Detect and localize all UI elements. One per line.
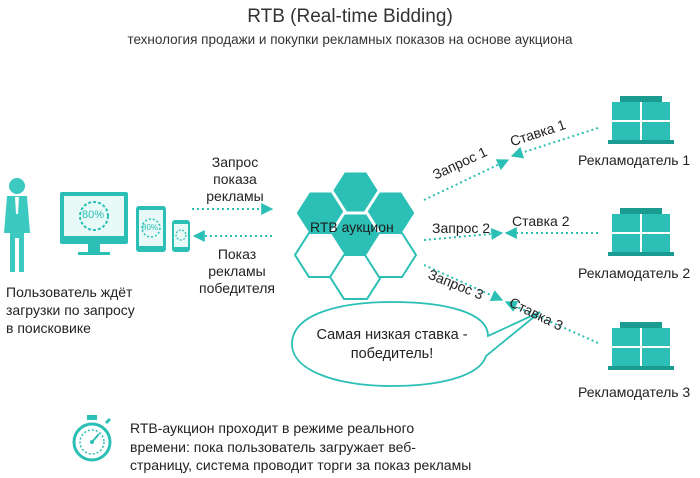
advertiser-1-building-icon [608, 96, 674, 144]
auction-label: RTB аукцион [310, 219, 394, 235]
desktop-monitor-icon [60, 192, 128, 255]
tablet-icon [136, 206, 166, 252]
response-label: Показ рекламы победителя [198, 246, 276, 296]
bid-3-arrow [504, 300, 599, 344]
tablet-percent: 80% [142, 223, 159, 232]
monitor-percent: 80% [82, 209, 105, 221]
advertiser-1-name: Рекламодатель 1 [578, 152, 691, 168]
request-2-label: Запрос 2 [432, 220, 491, 236]
advertiser-2-building-icon [608, 208, 674, 256]
user-caption: Пользователь ждёт загрузки по запросу в … [6, 284, 135, 336]
bid-1-arrow [510, 127, 599, 159]
footer-note: RTB-аукцион проходит в режиме реального … [130, 420, 472, 473]
page-subtitle: технология продажи и покупки рекламных п… [127, 32, 573, 47]
request-1-arrow [423, 159, 510, 201]
auction-hexagons [293, 169, 418, 300]
stopwatch-icon [72, 415, 112, 462]
callout-bubble [291, 301, 541, 387]
page-title: RTB (Real-time Bidding) [247, 6, 453, 27]
advertiser-3-building-icon [608, 322, 674, 370]
request-2-arrow [423, 227, 504, 241]
user-person-icon [4, 178, 30, 272]
request-label: Запрос показа рекламы [206, 154, 264, 204]
phone-icon [172, 220, 190, 252]
advertiser-2-name: Рекламодатель 2 [578, 265, 691, 281]
bid-2-label: Ставка 2 [512, 213, 570, 229]
callout-text: Самая низкая ставка - победитель! [316, 327, 468, 362]
request-3-arrow [423, 264, 504, 302]
advertiser-3-name: Рекламодатель 3 [578, 384, 691, 400]
